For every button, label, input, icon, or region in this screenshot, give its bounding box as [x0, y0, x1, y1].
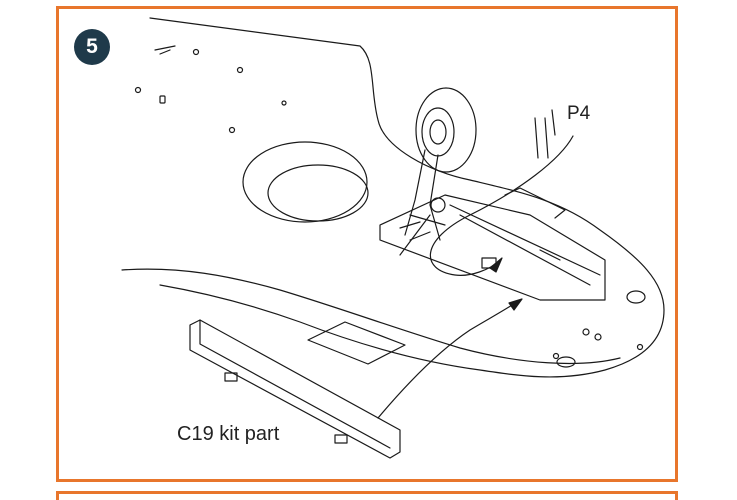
gear-strut: [404, 149, 441, 241]
part-p4: [534, 109, 556, 159]
flap-panel: [307, 321, 406, 365]
step-number: 5: [86, 35, 98, 58]
wing-mark: [154, 45, 176, 55]
gear-bay-rail: [449, 204, 601, 286]
label-p4: P4: [567, 103, 591, 124]
wing-outline: [149, 17, 665, 378]
gear-bay-door: [504, 187, 566, 219]
label-c19-kit-part: C19 kit part: [177, 423, 280, 445]
wheel-hub: [421, 107, 455, 157]
arrowhead-p4: [489, 257, 503, 273]
wing-holes: [134, 48, 646, 368]
part-c19-tabs: [224, 372, 348, 444]
wheel-hub-inner: [429, 119, 447, 145]
gear-strut-brace: [399, 214, 446, 256]
wheel-well-inner: [267, 164, 369, 222]
next-step-frame: [56, 491, 678, 500]
gear-bay-detail: [399, 221, 561, 261]
wing-trailing-edge: [121, 268, 621, 365]
gear-strut-joint: [430, 197, 446, 213]
leader-line-p4: [429, 135, 574, 276]
leader-line-c19: [377, 299, 521, 419]
step-frame: [56, 6, 678, 482]
arrowhead-c19: [508, 298, 523, 311]
wheel-well: [242, 141, 368, 223]
wheel: [415, 87, 477, 173]
part-c19-edge: [199, 319, 391, 449]
step-number-badge: 5: [74, 29, 110, 65]
gear-bay: [379, 194, 606, 301]
